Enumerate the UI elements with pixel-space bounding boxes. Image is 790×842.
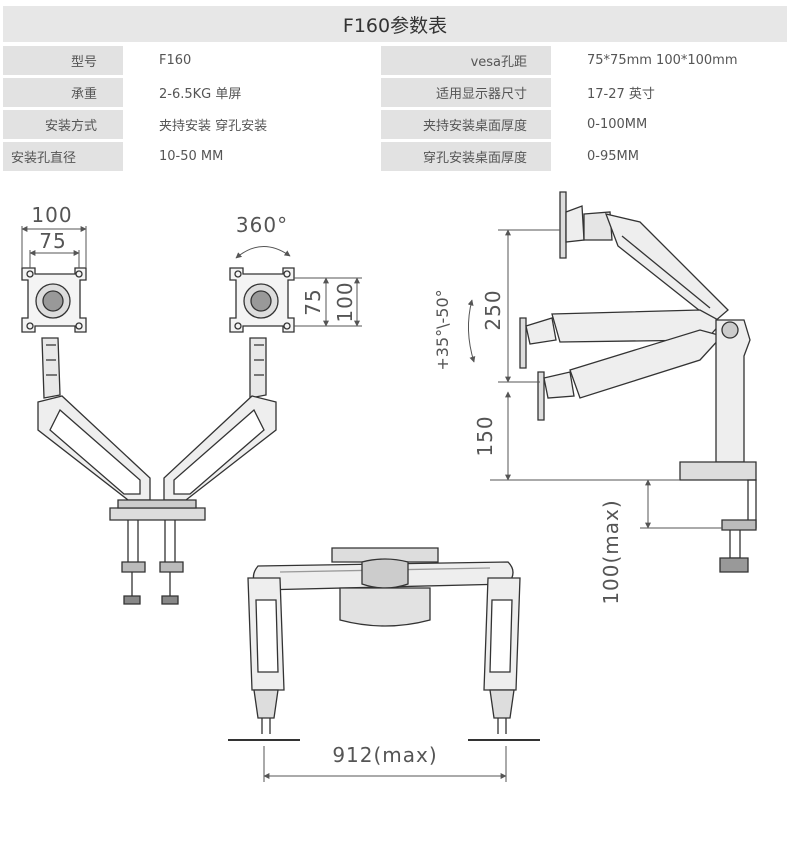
spec-label: 夹持安装桌面厚度: [381, 110, 551, 139]
spec-row: 安装孔直径 10-50 MM 穿孔安装桌面厚度 0-95MM: [3, 142, 787, 171]
spec-label: 安装孔直径: [3, 142, 123, 171]
spec-value: 0-95MM: [551, 142, 787, 171]
tilt-label: +35°\-50°: [433, 289, 452, 370]
spec-value: 10-50 MM: [123, 142, 381, 171]
spec-row: 安装方式 夹持安装 穿孔安装 夹持安装桌面厚度 0-100MM: [3, 110, 787, 139]
spec-value: 17-27 英寸: [551, 78, 787, 107]
vesa-small-label: 75: [39, 229, 66, 253]
spec-value: 夹持安装 穿孔安装: [123, 110, 381, 139]
spec-value: 0-100MM: [551, 110, 787, 139]
span-max-label: 912(max): [332, 743, 437, 767]
spec-label: 承重: [3, 78, 123, 107]
clamp-max-label: 100(max): [599, 499, 623, 604]
top-view-drawing: [228, 547, 540, 741]
spec-value: F160: [123, 46, 381, 75]
front-view-drawing: [21, 267, 295, 605]
spec-label: 适用显示器尺寸: [381, 78, 551, 107]
vert-75-label: 75: [301, 288, 325, 315]
vesa-plate-left: [21, 267, 87, 333]
front-view-dimensions: [21, 226, 362, 327]
side-view-dimensions: [467, 229, 722, 529]
page-title: F160参数表: [342, 14, 448, 37]
spec-label: 穿孔安装桌面厚度: [381, 142, 551, 171]
side-view-drawing: [519, 191, 757, 573]
spec-row: 承重 2-6.5KG 单屏 适用显示器尺寸 17-27 英寸: [3, 78, 787, 107]
spec-value: 2-6.5KG 单屏: [123, 78, 381, 107]
vesa-large-label: 100: [31, 203, 72, 227]
spec-row: 型号 F160 vesa孔距 75*75mm 100*100mm: [3, 46, 787, 75]
height-250-label: 250: [481, 289, 505, 330]
top-view-dimensions: [263, 746, 507, 782]
vert-100-label: 100: [333, 281, 357, 322]
rotation-label: 360°: [236, 213, 288, 237]
vesa-plate-right: [229, 267, 295, 333]
spec-label: vesa孔距: [381, 46, 551, 75]
height-150-label: 150: [473, 415, 497, 456]
spec-label: 型号: [3, 46, 123, 75]
spec-table: 型号 F160 vesa孔距 75*75mm 100*100mm 承重 2-6.…: [3, 46, 787, 174]
title-bar: F160参数表: [3, 6, 787, 42]
spec-label: 安装方式: [3, 110, 123, 139]
spec-value: 75*75mm 100*100mm: [551, 46, 787, 75]
